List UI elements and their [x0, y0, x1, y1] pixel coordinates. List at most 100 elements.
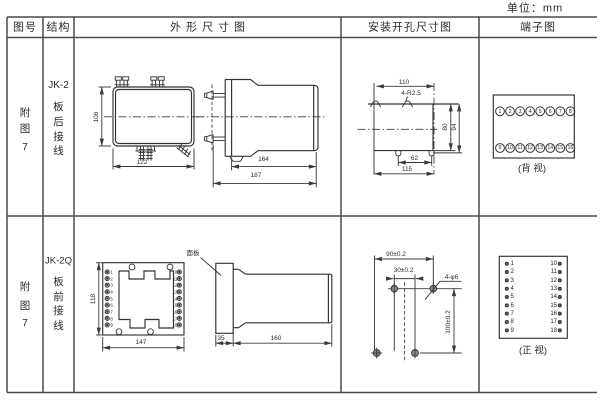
- row2-side-view: [200, 257, 333, 347]
- terminal-number: 17: [172, 316, 178, 322]
- terminal-circle: [178, 290, 181, 294]
- terminal-number: 5: [510, 294, 514, 301]
- header-fig-no: 图号: [13, 21, 37, 33]
- terminal-circle: [504, 303, 509, 308]
- top-notch-1: [369, 100, 382, 108]
- terminal-number: 16: [172, 309, 178, 315]
- row1-figure-char: 图: [19, 122, 31, 135]
- terminal-circle: [104, 269, 110, 275]
- terminal-circle: [504, 261, 509, 266]
- dim-187: 187: [250, 171, 262, 179]
- terminal-circle: [176, 302, 182, 308]
- terminal-circle: [557, 328, 562, 333]
- terminal-number: 15: [557, 145, 564, 152]
- terminal-number: 14: [550, 294, 557, 301]
- dim-147: 147: [135, 339, 147, 347]
- stud-bottom: [204, 134, 226, 144]
- terminal-circle: [178, 284, 181, 287]
- terminal-number: 2: [508, 108, 512, 115]
- terminal-circle: [504, 311, 509, 316]
- terminal-circle: [106, 310, 109, 313]
- terminal-circle: [104, 302, 110, 308]
- terminal-number: 1: [498, 108, 502, 115]
- terminal-circle: [504, 320, 509, 325]
- terminal-number: 1: [110, 269, 113, 275]
- dim-118: 118: [89, 293, 97, 305]
- terminal-number: 17: [550, 319, 557, 326]
- terminal-number: 16: [550, 310, 557, 317]
- header-structure: 结构: [46, 21, 71, 33]
- dim-30: 30±0.2: [393, 266, 414, 274]
- mounting-holes: [371, 283, 438, 359]
- terminal-circle: [104, 282, 110, 288]
- terminal-circle: [557, 278, 562, 283]
- terminal-circle: [504, 328, 509, 333]
- terminal-circle: [505, 143, 515, 153]
- terminal-circle: [104, 322, 110, 328]
- terminal-number: 11: [517, 145, 523, 152]
- row1-side-view: [196, 78, 327, 188]
- terminal-circle: [104, 289, 110, 295]
- terminal-circle: [106, 297, 109, 300]
- row2-wiring-char: 接: [53, 304, 64, 317]
- terminal-circle: [495, 106, 505, 117]
- terminal-circle: [106, 270, 109, 274]
- terminal-circle: [178, 270, 181, 274]
- row2-wiring-char: 板: [53, 275, 64, 288]
- terminal-circle: [545, 106, 556, 117]
- dim-160: 160: [270, 334, 282, 342]
- terminal-number: 9: [110, 322, 113, 328]
- terminal-circle: [104, 309, 110, 315]
- terminal-number: 2: [510, 269, 514, 276]
- terminal-circle: [557, 295, 562, 300]
- terminal-number: 1: [510, 260, 514, 267]
- terminal-circle: [106, 284, 109, 287]
- terminal-number: 4: [528, 108, 532, 115]
- terminal-circle: [106, 290, 109, 294]
- dim-35: 35: [217, 335, 225, 343]
- terminal-circle: [176, 276, 182, 282]
- row2-wiring-char: 前: [53, 290, 64, 303]
- terminal-circle: [104, 315, 110, 321]
- terminal-number: 14: [547, 145, 554, 152]
- terminal-number: 11: [550, 269, 557, 276]
- terminal-circle: [545, 143, 556, 153]
- terminal-number: 2: [110, 276, 113, 282]
- row1-view-label: (背 视): [518, 163, 546, 175]
- terminal-circle: [504, 270, 509, 275]
- terminal-circle: [565, 106, 576, 117]
- terminal-circle: [525, 143, 536, 153]
- terminal-circle: [504, 295, 509, 300]
- row2-figure-char: 附: [19, 280, 31, 293]
- terminal-number: 6: [548, 108, 552, 115]
- row1-wiring-char: 接: [53, 130, 64, 143]
- row1-wiring-char: 板: [53, 100, 64, 113]
- terminal-number: 9: [498, 145, 502, 152]
- terminal-number: 4: [510, 285, 514, 292]
- row1-figure-char: 附: [19, 106, 31, 119]
- terminal-circle: [555, 143, 566, 153]
- terminal-circle: [178, 297, 181, 300]
- header-terminal: 端子图: [520, 21, 556, 33]
- terminal-number: 13: [537, 145, 544, 152]
- terminal-number: 12: [550, 277, 557, 284]
- terminal-circle: [557, 320, 562, 325]
- dim-115: 115: [401, 165, 413, 173]
- dim-90: 90±0.2: [386, 250, 406, 258]
- dim-110: 110: [398, 78, 410, 86]
- terminal-number: 8: [568, 108, 572, 115]
- terminal-circle: [176, 289, 182, 295]
- terminal-circle: [178, 277, 181, 280]
- terminal-circle: [557, 270, 562, 275]
- row1-model: JK-2: [48, 80, 69, 91]
- terminal-circle: [525, 106, 536, 117]
- row1-figure-char: 7: [22, 140, 28, 153]
- terminal-number: 7: [558, 108, 562, 115]
- row2-figure-char: 7: [22, 316, 28, 329]
- mounting-screws-bottom: [135, 146, 156, 161]
- terminal-number: 10: [550, 260, 557, 267]
- terminal-circle: [515, 143, 525, 153]
- terminal-bolts-top: [114, 76, 165, 87]
- terminal-number: 18: [550, 327, 557, 334]
